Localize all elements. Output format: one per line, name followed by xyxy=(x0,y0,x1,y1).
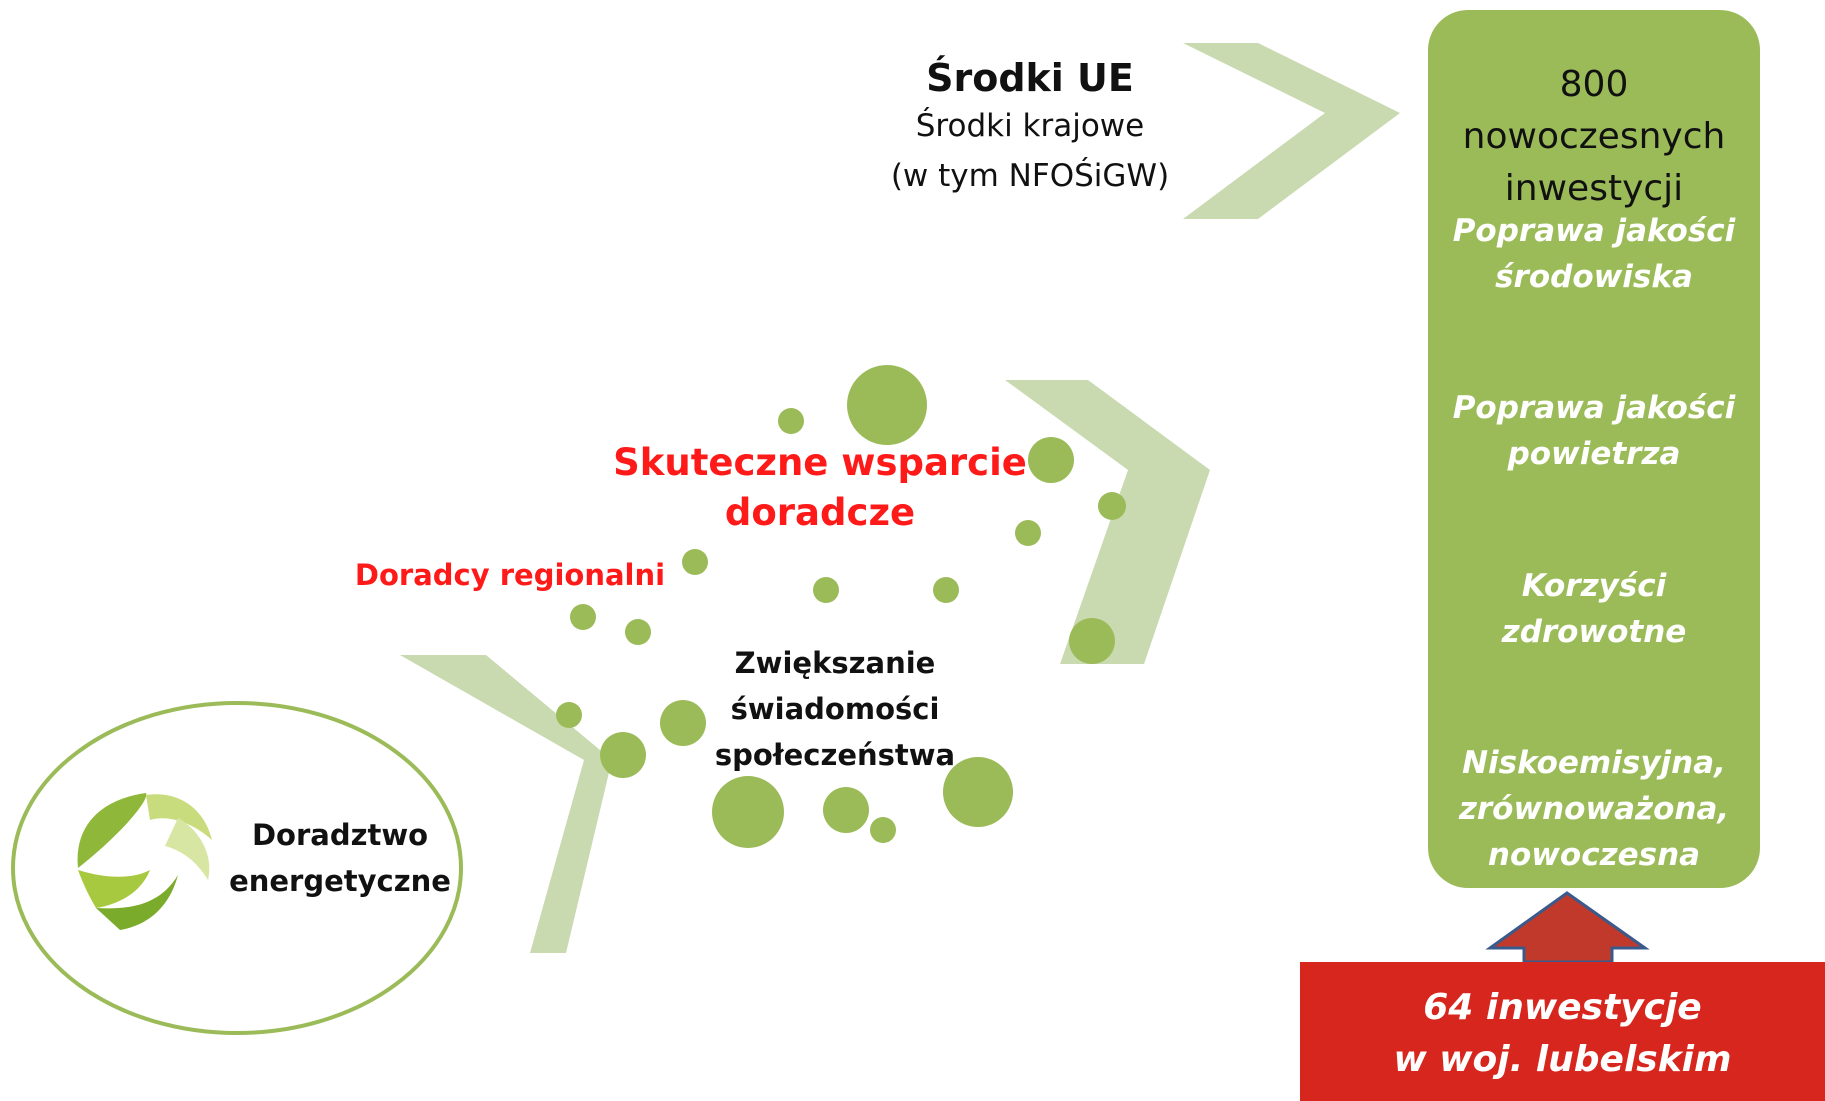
advisory-line: Doradztwo xyxy=(251,818,429,852)
support-title-line: Skuteczne wsparcie xyxy=(613,441,1027,484)
up-arrow xyxy=(1485,891,1650,964)
dot xyxy=(813,577,839,603)
benefit-line: zdrowotne xyxy=(1501,614,1687,650)
funding-title: Środki UE xyxy=(926,56,1134,100)
benefit-line: Poprawa jakości xyxy=(1452,390,1736,426)
dot xyxy=(847,365,927,445)
lubelskie-line: w woj. lubelskim xyxy=(1393,1039,1732,1080)
benefit-line: środowiska xyxy=(1495,259,1693,295)
benefit-line: Niskoemisyjna, xyxy=(1462,745,1726,781)
benefit-line: Poprawa jakości xyxy=(1452,213,1736,249)
support-title: Skuteczne wsparcie doradcze xyxy=(600,438,1040,538)
dot xyxy=(556,702,582,728)
dots-cluster xyxy=(556,365,1126,848)
advisory-ellipse xyxy=(11,701,463,1035)
benefit-health: Korzyści zdrowotne xyxy=(1428,563,1760,655)
awareness-text: Zwiększanie świadomości społeczeństwa xyxy=(680,640,990,778)
dot xyxy=(570,604,596,630)
chevron-bottom xyxy=(400,655,612,953)
benefit-line: nowoczesna xyxy=(1487,837,1701,873)
chevron-middle xyxy=(1005,380,1210,664)
benefit-line: zrównoważona, xyxy=(1458,791,1730,827)
advisory-text: Doradztwo energetyczne xyxy=(215,812,465,904)
dot xyxy=(943,757,1013,827)
result-box xyxy=(1428,10,1760,888)
benefit-air: Poprawa jakości powietrza xyxy=(1428,385,1760,477)
awareness-line: społeczeństwa xyxy=(714,738,956,772)
dot xyxy=(600,732,646,778)
lubelskie-line: 64 inwestycje xyxy=(1423,987,1702,1028)
dot xyxy=(660,700,706,746)
dot xyxy=(682,549,708,575)
dot xyxy=(778,408,804,434)
benefit-lowemission: Niskoemisyjna, zrównoważona, nowoczesna xyxy=(1428,740,1760,878)
dot xyxy=(823,787,869,833)
dot xyxy=(1015,520,1041,546)
result-line-investments: inwestycji xyxy=(1504,168,1684,209)
result-line-modern: nowoczesnych xyxy=(1462,116,1726,157)
dot xyxy=(870,817,896,843)
result-count: 800 xyxy=(1559,64,1629,105)
benefit-environment: Poprawa jakości środowiska xyxy=(1428,208,1760,300)
funding-nfos: (w tym NFOŚiGW) xyxy=(890,158,1170,194)
dot xyxy=(1028,437,1074,483)
dot xyxy=(1098,492,1126,520)
chevron-top xyxy=(1183,43,1400,219)
lubelskie-box xyxy=(1300,962,1825,1101)
benefit-line: powietrza xyxy=(1507,436,1681,472)
advisory-logo-icon xyxy=(77,793,212,930)
benefit-line: Korzyści xyxy=(1521,568,1667,604)
support-title-line: doradcze xyxy=(724,491,916,534)
dot xyxy=(625,619,651,645)
dot xyxy=(1069,618,1115,664)
advisory-line: energetyczne xyxy=(229,864,451,898)
awareness-line: Zwiększanie xyxy=(734,646,936,680)
funding-national: Środki krajowe xyxy=(915,108,1145,144)
dot xyxy=(712,776,784,848)
lubelskie-text: 64 inwestycje w woj. lubelskim xyxy=(1300,982,1825,1086)
regional-advisors: Doradcy regionalni xyxy=(354,558,666,592)
dot xyxy=(933,577,959,603)
awareness-line: świadomości xyxy=(730,692,940,726)
